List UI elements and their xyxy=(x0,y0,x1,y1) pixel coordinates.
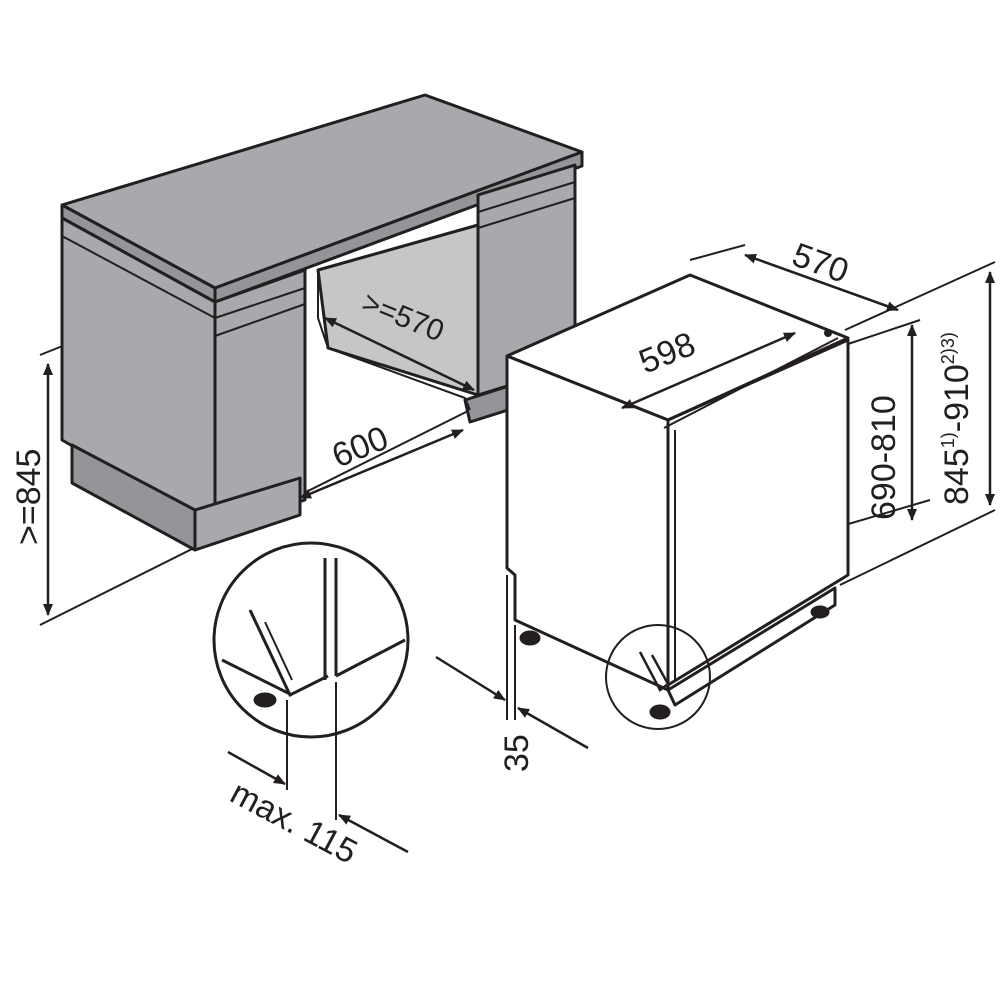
label-detail-max: max. 115 xyxy=(224,774,363,872)
detail-marker-circle xyxy=(605,624,711,730)
arrow-plinth-setback-left xyxy=(435,655,506,702)
arrow-plinth-setback-right xyxy=(517,706,589,750)
label-plinth-setback: 35 xyxy=(498,734,536,772)
detail-enlargement xyxy=(212,541,410,820)
detail-circle xyxy=(212,541,410,739)
arrow-niche-width xyxy=(299,428,464,500)
label-appliance-height: 690-810 xyxy=(865,395,903,520)
dishwasher-foot xyxy=(519,630,541,646)
countertop-side-edge xyxy=(213,150,584,304)
arrow-appliance-depth xyxy=(744,253,899,312)
label-niche-width: 600 xyxy=(327,419,394,475)
kitchen-cabinet xyxy=(60,93,584,552)
arrow-max-left xyxy=(227,750,286,786)
label-total-height: 8451)-9102)3) xyxy=(938,332,976,505)
dishwasher-foot xyxy=(810,605,830,619)
arrow-max-right xyxy=(338,813,409,854)
left-cabinet-front xyxy=(213,268,307,530)
label-appliance-depth: 570 xyxy=(787,236,853,291)
label-niche-height: >=845 xyxy=(10,449,48,545)
dimension-arrows xyxy=(43,253,995,854)
arrow-appliance-width xyxy=(621,331,796,410)
dishwasher-foot xyxy=(649,704,671,720)
arrow-niche-depth xyxy=(324,316,475,392)
